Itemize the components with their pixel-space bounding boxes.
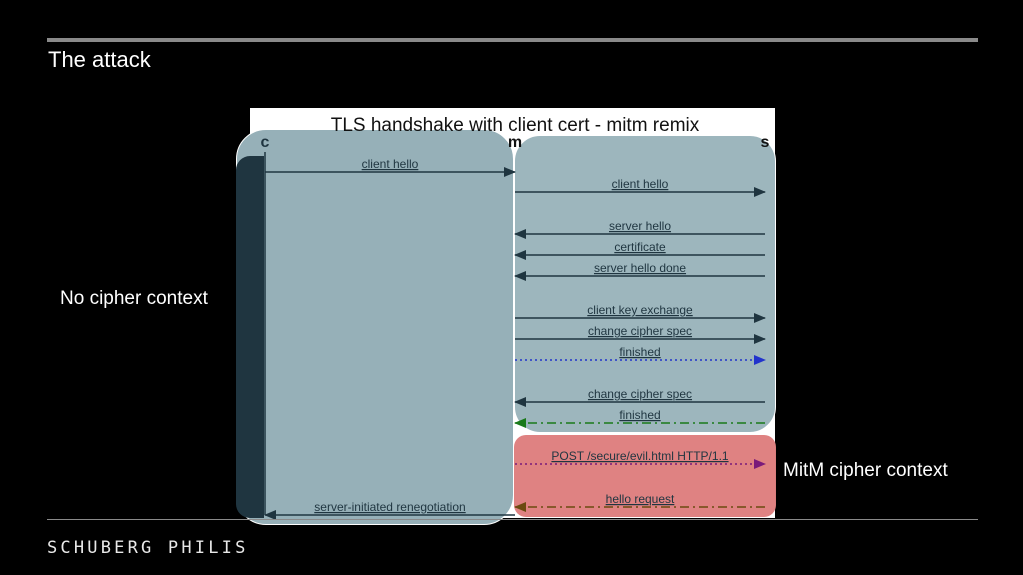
message-label: finished xyxy=(619,345,660,359)
participant-s: s xyxy=(761,134,770,151)
participant-c: c xyxy=(261,134,270,151)
message-label: change cipher spec xyxy=(588,324,692,338)
participant-m: m xyxy=(508,134,522,151)
bottom-rule xyxy=(47,519,978,520)
message-label: server hello xyxy=(609,219,671,233)
brand-logo: SCHUBERG PHILIS xyxy=(47,538,249,558)
message-label: client hello xyxy=(612,177,669,191)
message-list: client hello client hello server hello cert… xyxy=(264,157,766,520)
top-rule xyxy=(47,38,978,42)
message-label: certificate xyxy=(614,240,666,254)
message-label: client key exchange xyxy=(587,303,693,317)
slide-title: The attack xyxy=(48,47,151,72)
mitm-cipher-context-label: MitM cipher context xyxy=(783,460,948,481)
server-handshake-region xyxy=(514,135,776,433)
message-label: server-initiated renegotiation xyxy=(314,500,465,514)
message-label: hello request xyxy=(606,492,675,506)
message-label: POST /secure/evil.html HTTP/1.1 xyxy=(551,449,728,463)
message-label: client hello xyxy=(362,157,419,171)
no-cipher-context-label: No cipher context xyxy=(60,288,208,309)
client-lifeline-bar xyxy=(236,156,264,518)
message-label: finished xyxy=(619,408,660,422)
diagram-title: TLS handshake with client cert - mitm re… xyxy=(331,115,700,136)
message-label: server hello done xyxy=(594,261,686,275)
message-label: change cipher spec xyxy=(588,387,692,401)
no-cipher-context-region xyxy=(236,129,514,525)
mitm-cipher-context-region xyxy=(514,435,776,517)
